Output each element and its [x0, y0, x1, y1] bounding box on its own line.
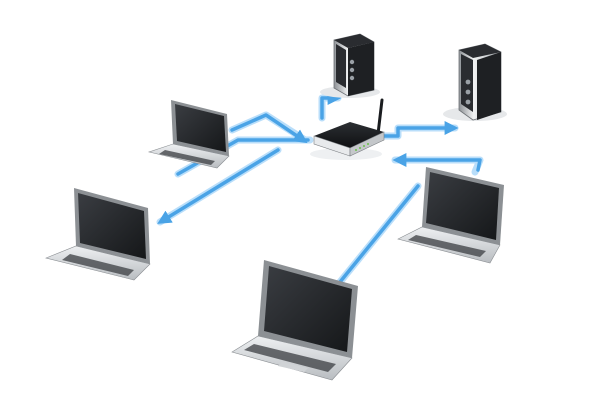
- laptop-icon: [397, 167, 504, 264]
- wifi-router-icon: [310, 98, 385, 160]
- server-tower-icon: [320, 33, 380, 98]
- laptop-icon: [45, 188, 151, 281]
- link-laptop-front-router: [338, 184, 420, 284]
- laptop-icon: [147, 100, 230, 169]
- link-router-laptop-left: [157, 148, 280, 224]
- server-tower-icon: [443, 43, 507, 121]
- link-router-server-right: [370, 121, 459, 138]
- link-router-laptop-right: [392, 153, 482, 172]
- link-laptop-top-router: [230, 113, 308, 144]
- link-router-server-left: [320, 91, 342, 120]
- laptop-icon: [231, 260, 358, 381]
